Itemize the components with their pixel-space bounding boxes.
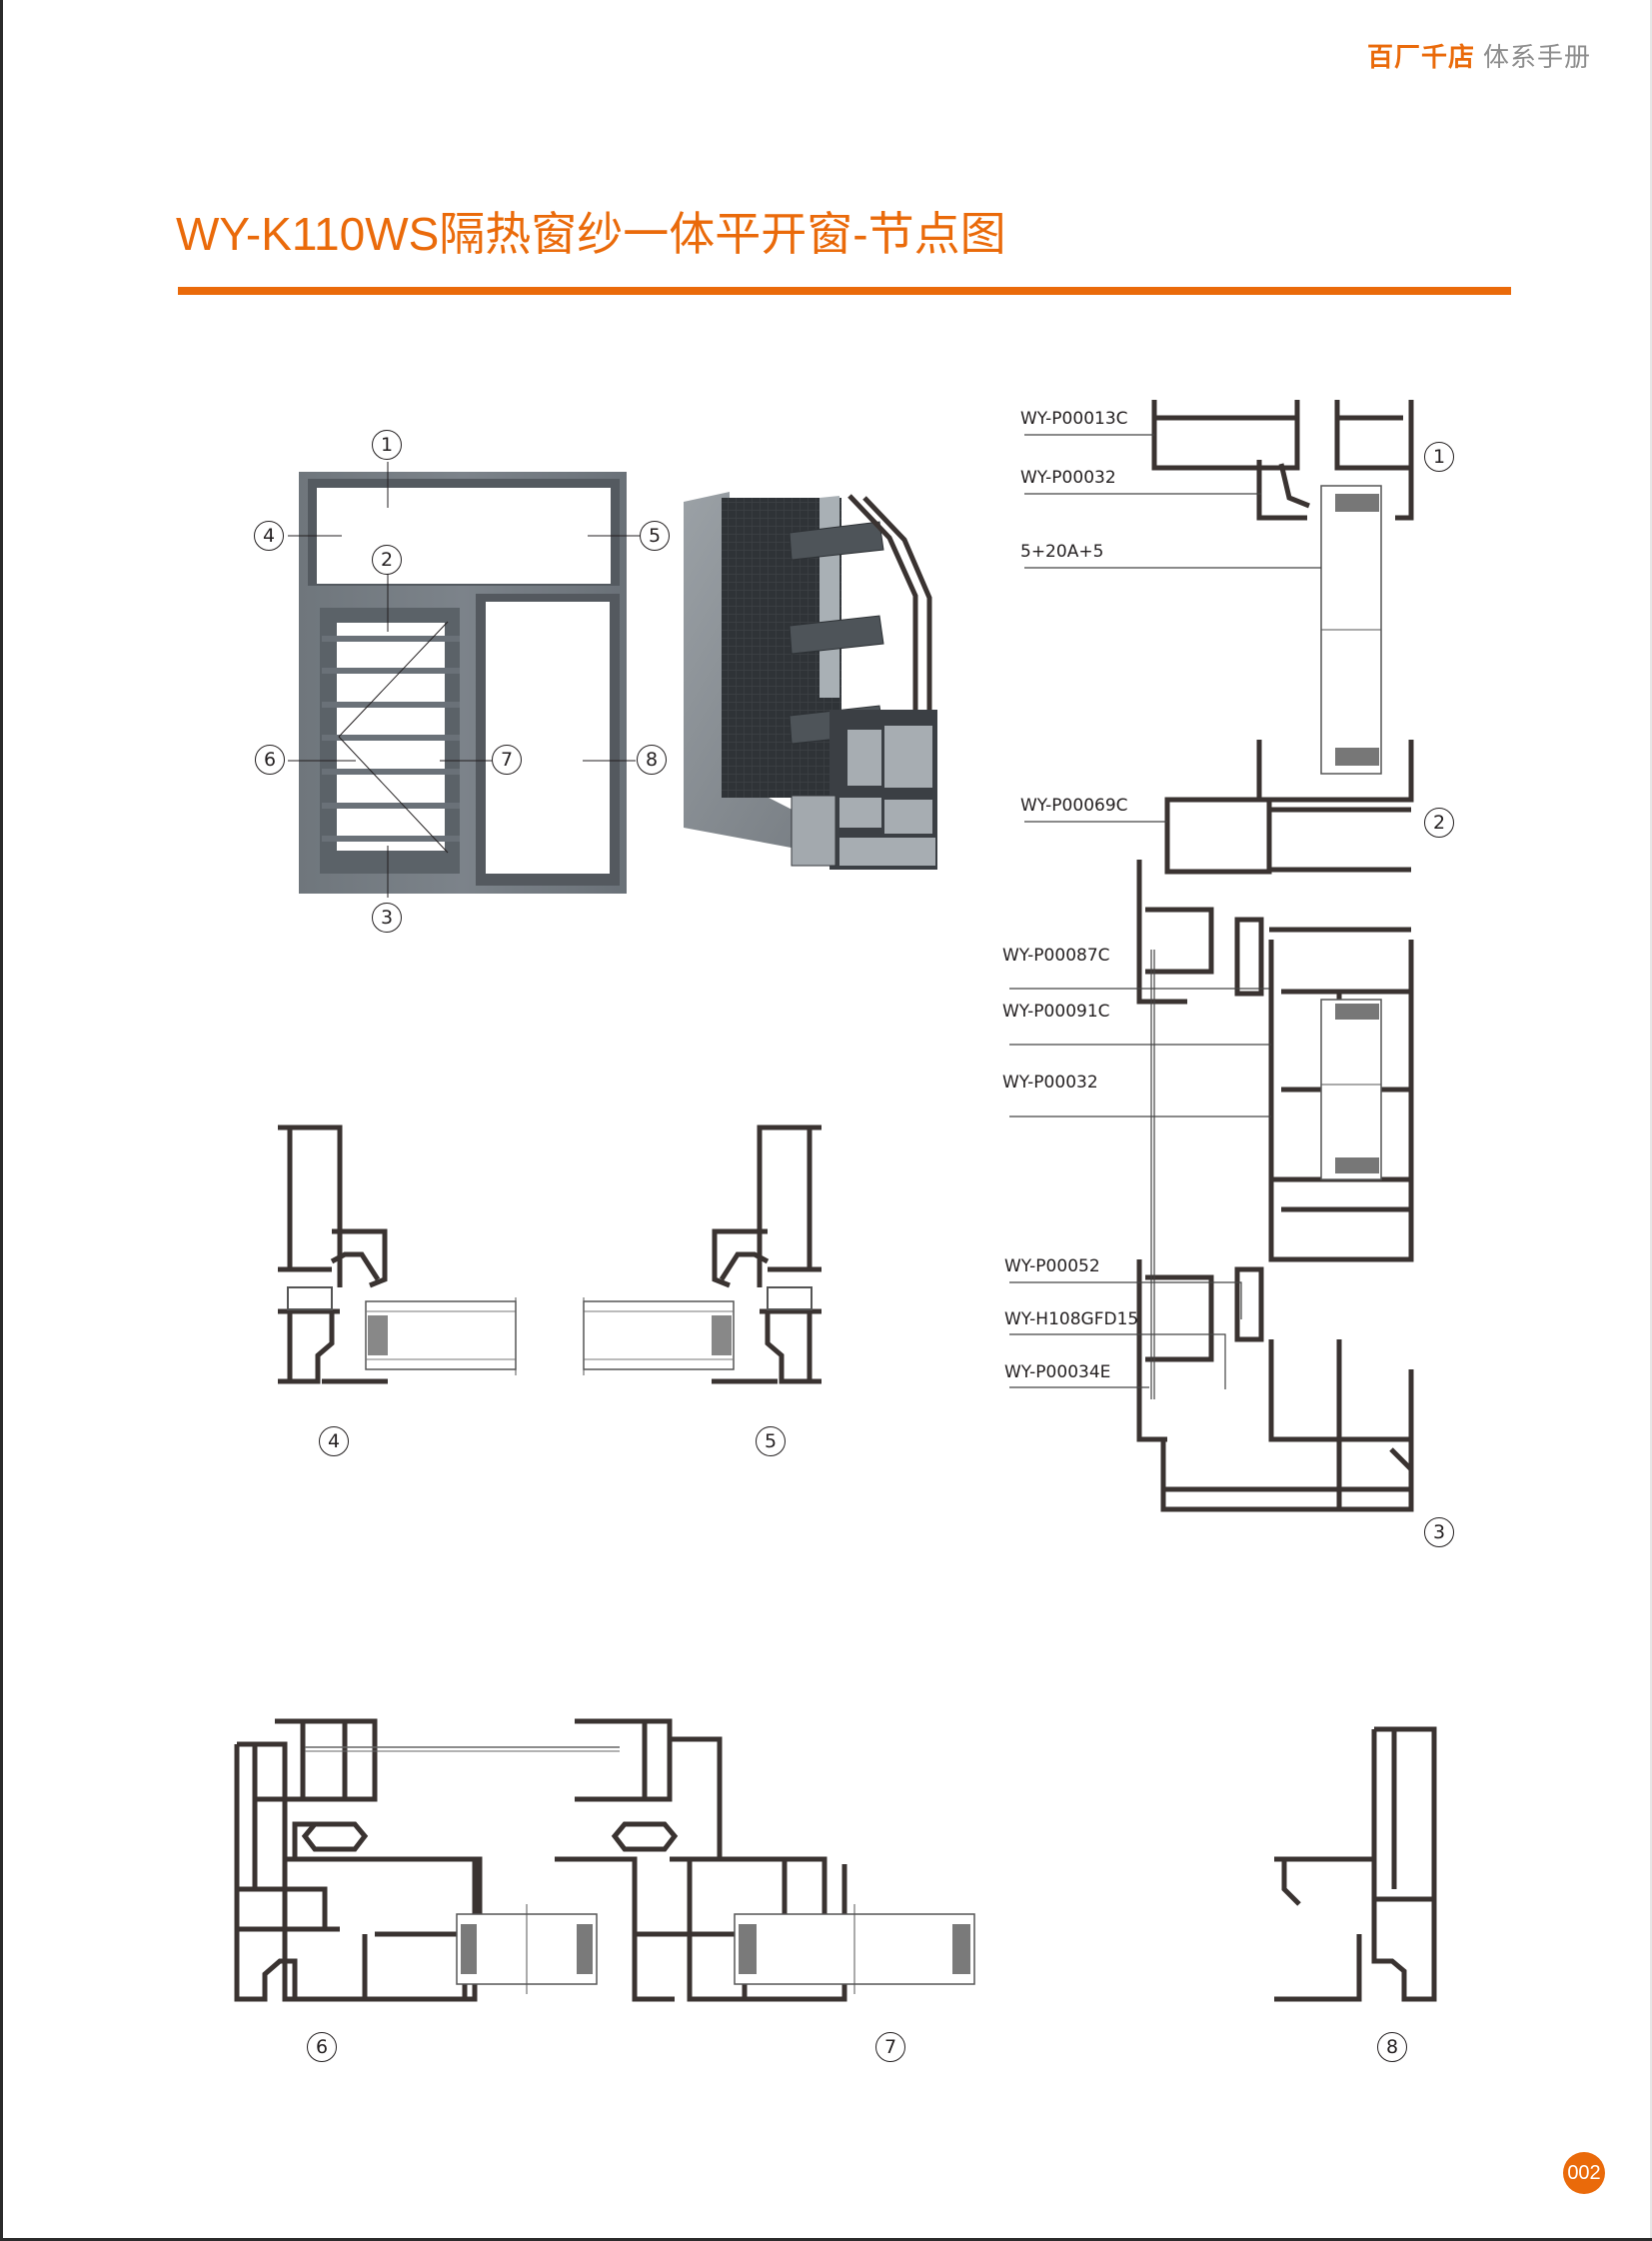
brand-primary: 百厂千店 [1367, 42, 1476, 72]
marker-4-section: 4 [319, 1426, 349, 1456]
marker-8-section: 8 [1377, 2032, 1407, 2062]
horizontal-section-drawing [234, 1718, 1437, 2002]
page-number: 002 [1563, 2152, 1605, 2194]
marker-2: 2 [372, 545, 402, 575]
marker-4: 4 [254, 521, 284, 551]
page-border-left [0, 0, 3, 2241]
brand-header: 百厂千店体系手册 [1367, 40, 1591, 74]
part-label-wy-p00032-top: WY-P00032 [1020, 468, 1116, 488]
marker-6-section: 6 [307, 2032, 337, 2062]
page-border-right [1650, 0, 1652, 2241]
part-label-wy-p00087c: WY-P00087C [1002, 946, 1110, 966]
marker-5: 5 [640, 521, 670, 551]
title-underline [178, 287, 1511, 295]
marker-8: 8 [637, 745, 667, 775]
marker-3: 3 [372, 903, 402, 933]
part-label-wy-p00032-mid: WY-P00032 [1002, 1073, 1098, 1093]
marker-6: 6 [255, 745, 285, 775]
marker-2-section: 2 [1424, 808, 1454, 838]
section-4-drawing [278, 1124, 517, 1384]
window-elevation-drawing [288, 462, 640, 898]
part-label-wy-p00013c: WY-P00013C [1020, 409, 1128, 429]
marker-7: 7 [492, 745, 522, 775]
marker-5-section: 5 [756, 1426, 786, 1456]
profile-3d-render [684, 492, 937, 870]
part-label-wy-p00052: WY-P00052 [1004, 1256, 1100, 1276]
marker-7-section: 7 [875, 2032, 905, 2062]
page-title: WY-K110WS隔热窗纱一体平开窗-节点图 [176, 208, 1006, 260]
part-label-glass-5-20a-5: 5+20A+5 [1020, 542, 1104, 562]
part-label-wy-p00069c: WY-P00069C [1020, 796, 1128, 816]
part-label-wy-h108gfd15: WY-H108GFD15 [1004, 1309, 1139, 1329]
vertical-section-drawing [1009, 400, 1414, 1512]
part-label-wy-p00034e: WY-P00034E [1004, 1362, 1111, 1382]
page-border-bottom [0, 2238, 1652, 2241]
marker-3-section: 3 [1424, 1517, 1454, 1547]
marker-1-section: 1 [1424, 442, 1454, 472]
brand-secondary: 体系手册 [1483, 42, 1592, 72]
section-5-drawing [583, 1124, 822, 1384]
part-label-wy-p00091c: WY-P00091C [1002, 1002, 1110, 1022]
marker-1: 1 [372, 430, 402, 460]
